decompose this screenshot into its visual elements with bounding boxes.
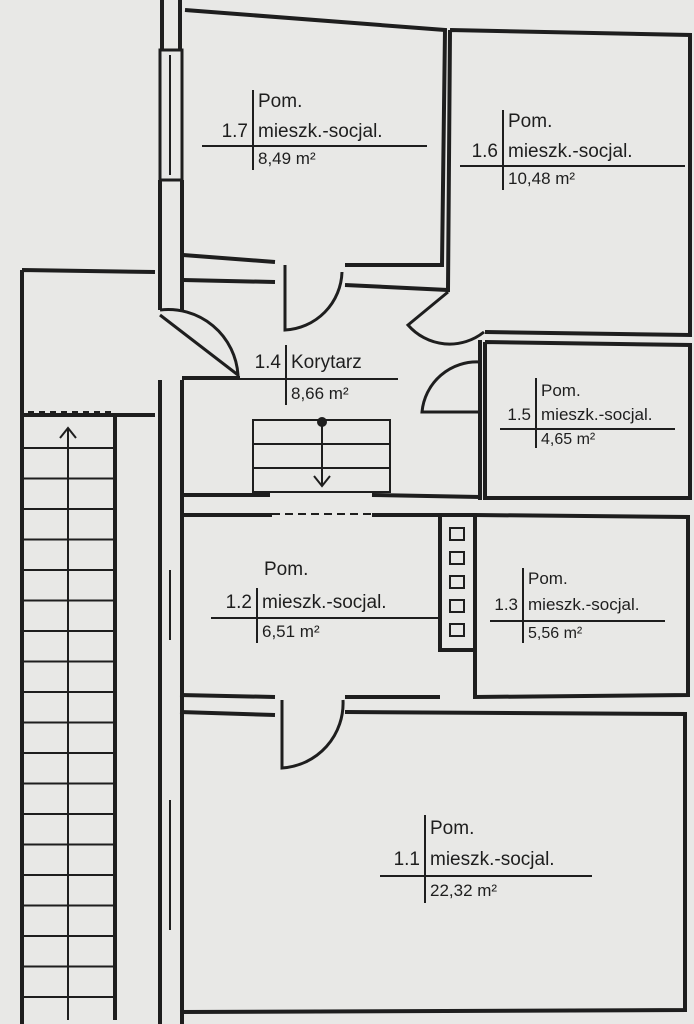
- room-1-5-walls: [483, 340, 692, 500]
- door-1-6: [405, 290, 485, 346]
- landing-walls: [20, 268, 156, 1024]
- room-1-7-walls: [182, 8, 448, 267]
- room-1-6-walls: [344, 28, 692, 338]
- main-staircase: [22, 411, 115, 1020]
- ventilation-shaft: [438, 513, 477, 652]
- door-corridor-left: [159, 308, 240, 379]
- stair-direction-arrow: [59, 426, 77, 1020]
- door-1-5: [420, 360, 481, 414]
- room-1-3-walls: [473, 513, 690, 700]
- corridor-walls: [180, 278, 482, 500]
- vent-ducts: [449, 527, 465, 637]
- left-wall: [158, 0, 184, 1024]
- door-1-2: [280, 699, 345, 770]
- corridor-stairs: [252, 417, 391, 515]
- door-1-7: [283, 265, 344, 332]
- room-1-1-walls: [179, 710, 687, 1014]
